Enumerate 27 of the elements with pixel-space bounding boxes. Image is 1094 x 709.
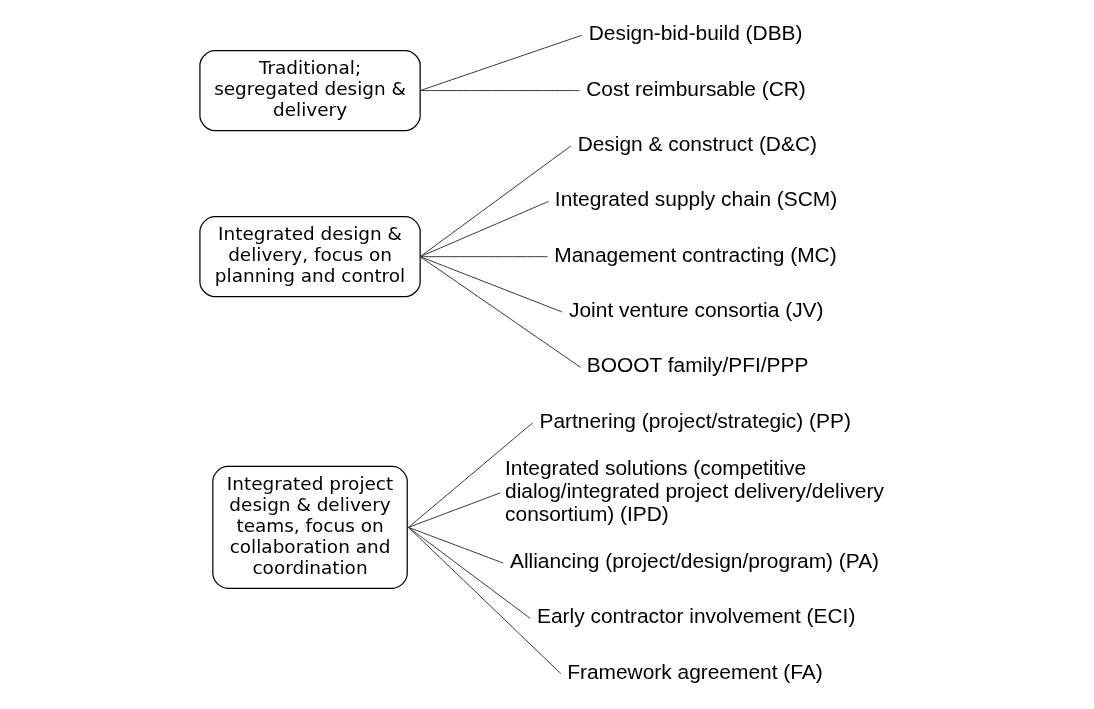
node-box: Traditional; segregated design & delivery	[198, 50, 421, 132]
node-text: Design-bid-build (DBB)	[588, 21, 803, 45]
node-box: Integrated design & delivery, focus on planning and control	[198, 216, 421, 298]
connector	[419, 256, 563, 313]
connector	[407, 526, 561, 675]
connector	[419, 256, 548, 258]
connector	[419, 200, 549, 258]
node-text: Joint venture consortia (JV)	[568, 298, 823, 322]
connector	[419, 34, 582, 92]
connector	[419, 90, 580, 92]
node-text: Partnering (project/strategic) (PP)	[539, 408, 851, 432]
node-text: Alliancing (project/design/program) (PA)	[509, 549, 879, 573]
node-box: Integrated project design & delivery teams, focus on collaboration and coordination	[211, 465, 408, 589]
connector	[407, 422, 533, 528]
node-text: Management contracting (MC)	[553, 242, 837, 266]
connector	[419, 145, 571, 258]
node-text: Integrated supply chain (SCM)	[554, 187, 837, 211]
connector	[419, 256, 581, 368]
node-text: Framework agreement (FA)	[566, 659, 823, 683]
connector	[407, 526, 504, 564]
node-text: Integrated solutions (competitive dialog/integrated project delivery/delivery consortium) (IPD)	[504, 455, 884, 526]
node-text: BOOOT family/PFI/PPP	[586, 353, 808, 377]
node-text: Early contractor involvement (ECI)	[536, 604, 855, 628]
node-text: Cost reimbursable (CR)	[585, 76, 806, 100]
connector	[407, 492, 501, 528]
node-text: Design & construct (D&C)	[577, 132, 817, 155]
connector	[407, 526, 531, 619]
